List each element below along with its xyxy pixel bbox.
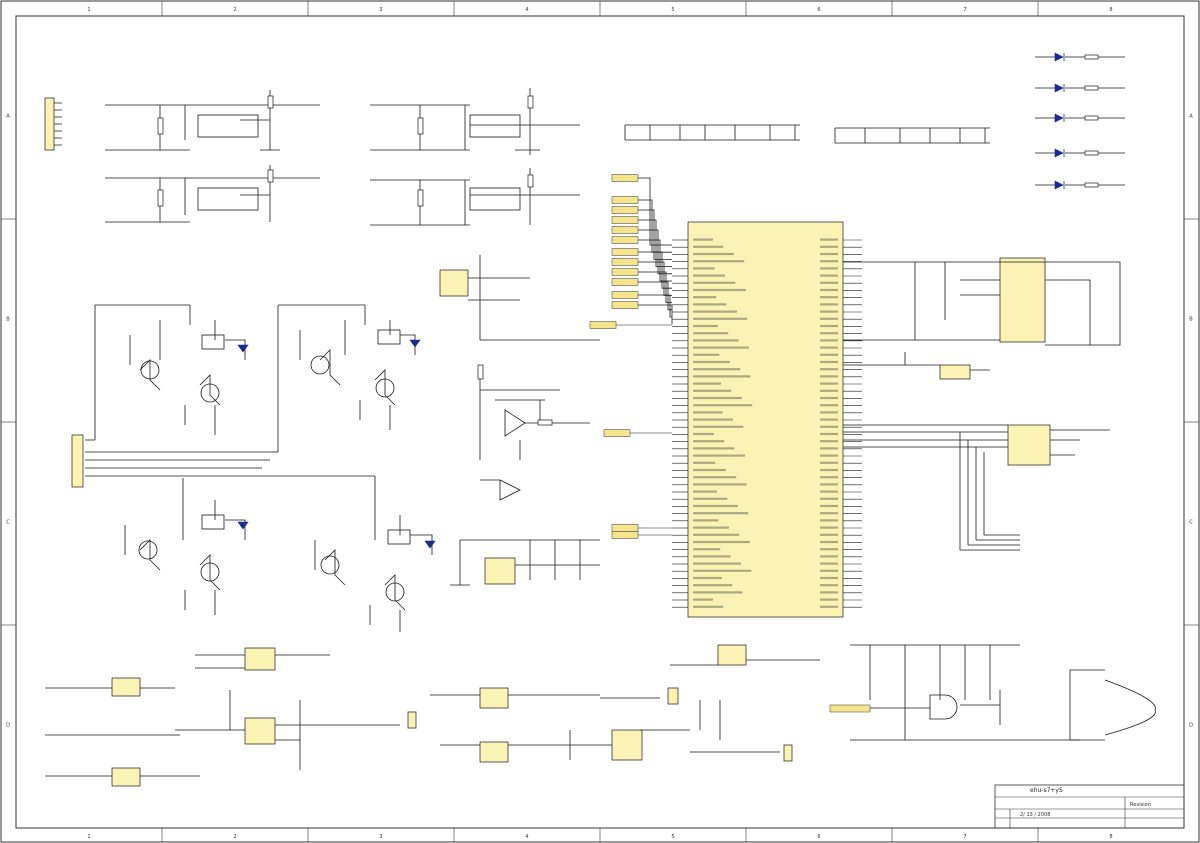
- led-icon: [1054, 148, 1064, 158]
- resistor: [1084, 85, 1099, 91]
- net-port: [611, 236, 639, 244]
- col-marker: 2: [233, 834, 236, 840]
- date-field: 2/ 13 / 2008: [1020, 812, 1050, 818]
- net-port: [611, 531, 639, 539]
- comm-section: [843, 257, 1121, 551]
- col-marker: 1: [87, 7, 90, 13]
- row-marker: B: [6, 317, 10, 323]
- led-indicators: [1035, 52, 1125, 190]
- row-marker: C: [6, 520, 10, 526]
- resistor: [1084, 115, 1099, 121]
- col-marker: 5: [671, 7, 674, 13]
- power-section: [45, 644, 820, 787]
- net-port: [611, 524, 639, 532]
- col-marker: 2: [233, 7, 236, 13]
- net-port: [603, 429, 631, 437]
- col-marker: 4: [525, 7, 528, 13]
- col-marker: 6: [817, 834, 820, 840]
- row-marker: A: [1189, 114, 1193, 120]
- col-marker: 7: [963, 834, 966, 840]
- col-marker: 4: [525, 834, 528, 840]
- net-port: [611, 174, 639, 182]
- led-icon: [1054, 52, 1064, 62]
- row-marker: C: [1189, 520, 1193, 526]
- row-marker: D: [6, 723, 10, 729]
- net-port: [611, 268, 639, 276]
- row-marker: B: [1189, 317, 1193, 323]
- net-port: [611, 278, 639, 286]
- interface-section: [829, 644, 1156, 741]
- col-marker: 8: [1109, 834, 1112, 840]
- net-port: [611, 248, 639, 256]
- led-icon: [1054, 113, 1064, 123]
- row-marker: D: [1189, 723, 1193, 729]
- net-port: [611, 196, 639, 204]
- led-icon: [1054, 180, 1064, 190]
- col-marker: 5: [671, 834, 674, 840]
- net-port: [611, 206, 639, 214]
- row-marker: A: [6, 114, 10, 120]
- col-marker: 6: [817, 7, 820, 13]
- net-port: [611, 216, 639, 224]
- net-port: [611, 258, 639, 266]
- title-text: ehu-s7+yS: [1030, 787, 1063, 794]
- analog-section: [439, 255, 600, 586]
- net-port: [589, 321, 617, 329]
- led-icon: [1054, 83, 1064, 93]
- net-port: [611, 291, 639, 299]
- resistor: [1084, 54, 1099, 60]
- col-marker: 3: [379, 7, 382, 13]
- revision-field: Revision: [1130, 802, 1151, 808]
- mcu: [672, 221, 862, 618]
- col-marker: 7: [963, 7, 966, 13]
- title-block: ehu-s7+yS Revision 2/ 13 / 2008: [994, 784, 1185, 829]
- resistor: [1084, 150, 1099, 156]
- col-marker: 3: [379, 834, 382, 840]
- opto-inputs: [105, 88, 580, 226]
- net-port: [611, 226, 639, 234]
- resistor: [1084, 182, 1099, 188]
- col-marker: 1: [87, 834, 90, 840]
- net-port: [611, 301, 639, 309]
- header-connector: [44, 97, 62, 151]
- net-port-labels: [589, 174, 673, 539]
- relay-drivers: [71, 304, 436, 632]
- decoupling-caps: [624, 124, 990, 144]
- col-marker: 8: [1109, 7, 1112, 13]
